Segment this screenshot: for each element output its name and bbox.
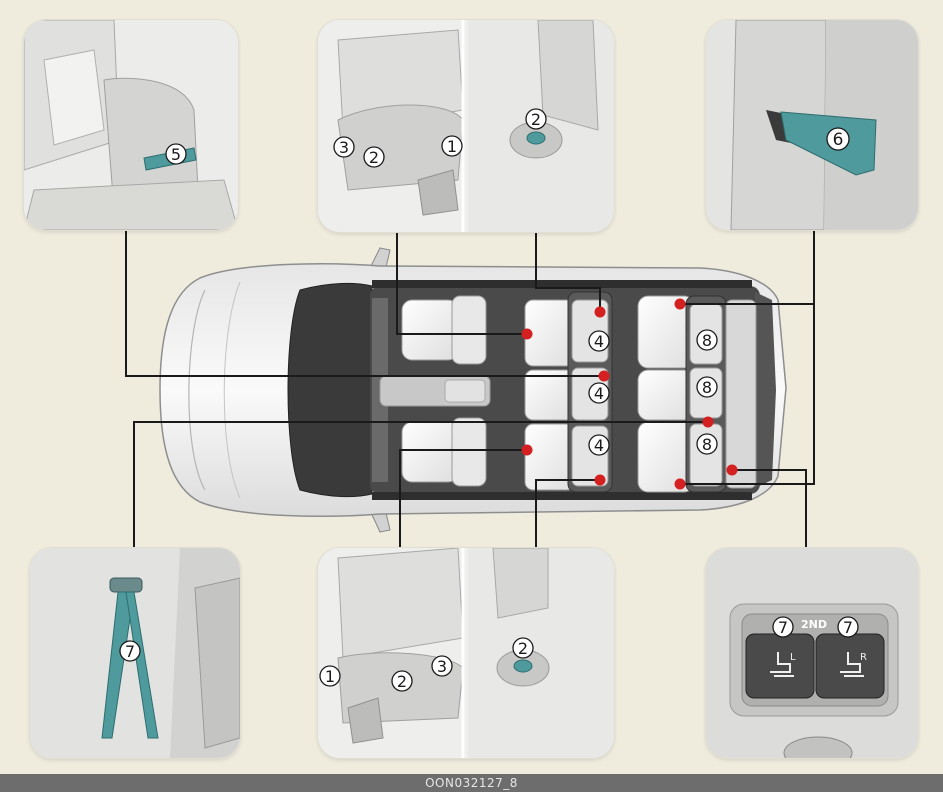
car-callouts: 4 4 4 8 8 8 xyxy=(589,330,717,455)
panel-seat-switches: 2ND L R 7 7 xyxy=(706,548,918,758)
panel-seat-levers-bottom: 1 2 3 2 xyxy=(318,548,614,758)
switch-row-label: 2ND xyxy=(801,618,827,631)
panel-ceiling-strap: 7 xyxy=(30,548,240,758)
panel-seat-levers-top: 3 2 1 2 xyxy=(318,20,614,232)
callout-6: 6 xyxy=(833,130,844,150)
callout-4c: 4 xyxy=(594,436,604,455)
callout-7c: 7 xyxy=(843,618,853,637)
callout-7b: 7 xyxy=(778,618,788,637)
callout-2c: 2 xyxy=(397,672,407,691)
figure-code: OON032127_8 xyxy=(0,774,943,792)
callout-2b: 2 xyxy=(531,110,541,129)
panel-seat-side-lever: 5 xyxy=(24,20,238,230)
callout-5: 5 xyxy=(171,145,181,164)
right-mark: R xyxy=(860,652,867,663)
callout-2a: 2 xyxy=(369,148,379,167)
callout-1: 1 xyxy=(447,137,457,156)
callout-8c: 8 xyxy=(702,435,712,454)
callout-8a: 8 xyxy=(702,331,712,350)
left-mark: L xyxy=(790,652,796,663)
callout-3b: 3 xyxy=(437,657,447,676)
callout-3: 3 xyxy=(339,138,349,157)
panel-seatback-strap: 6 xyxy=(706,20,918,230)
callout-4a: 4 xyxy=(594,332,604,351)
callout-4b: 4 xyxy=(594,384,604,403)
callout-2d: 2 xyxy=(518,639,528,658)
callout-1b: 1 xyxy=(325,667,335,686)
callout-8b: 8 xyxy=(702,378,712,397)
callout-7a: 7 xyxy=(125,642,135,661)
